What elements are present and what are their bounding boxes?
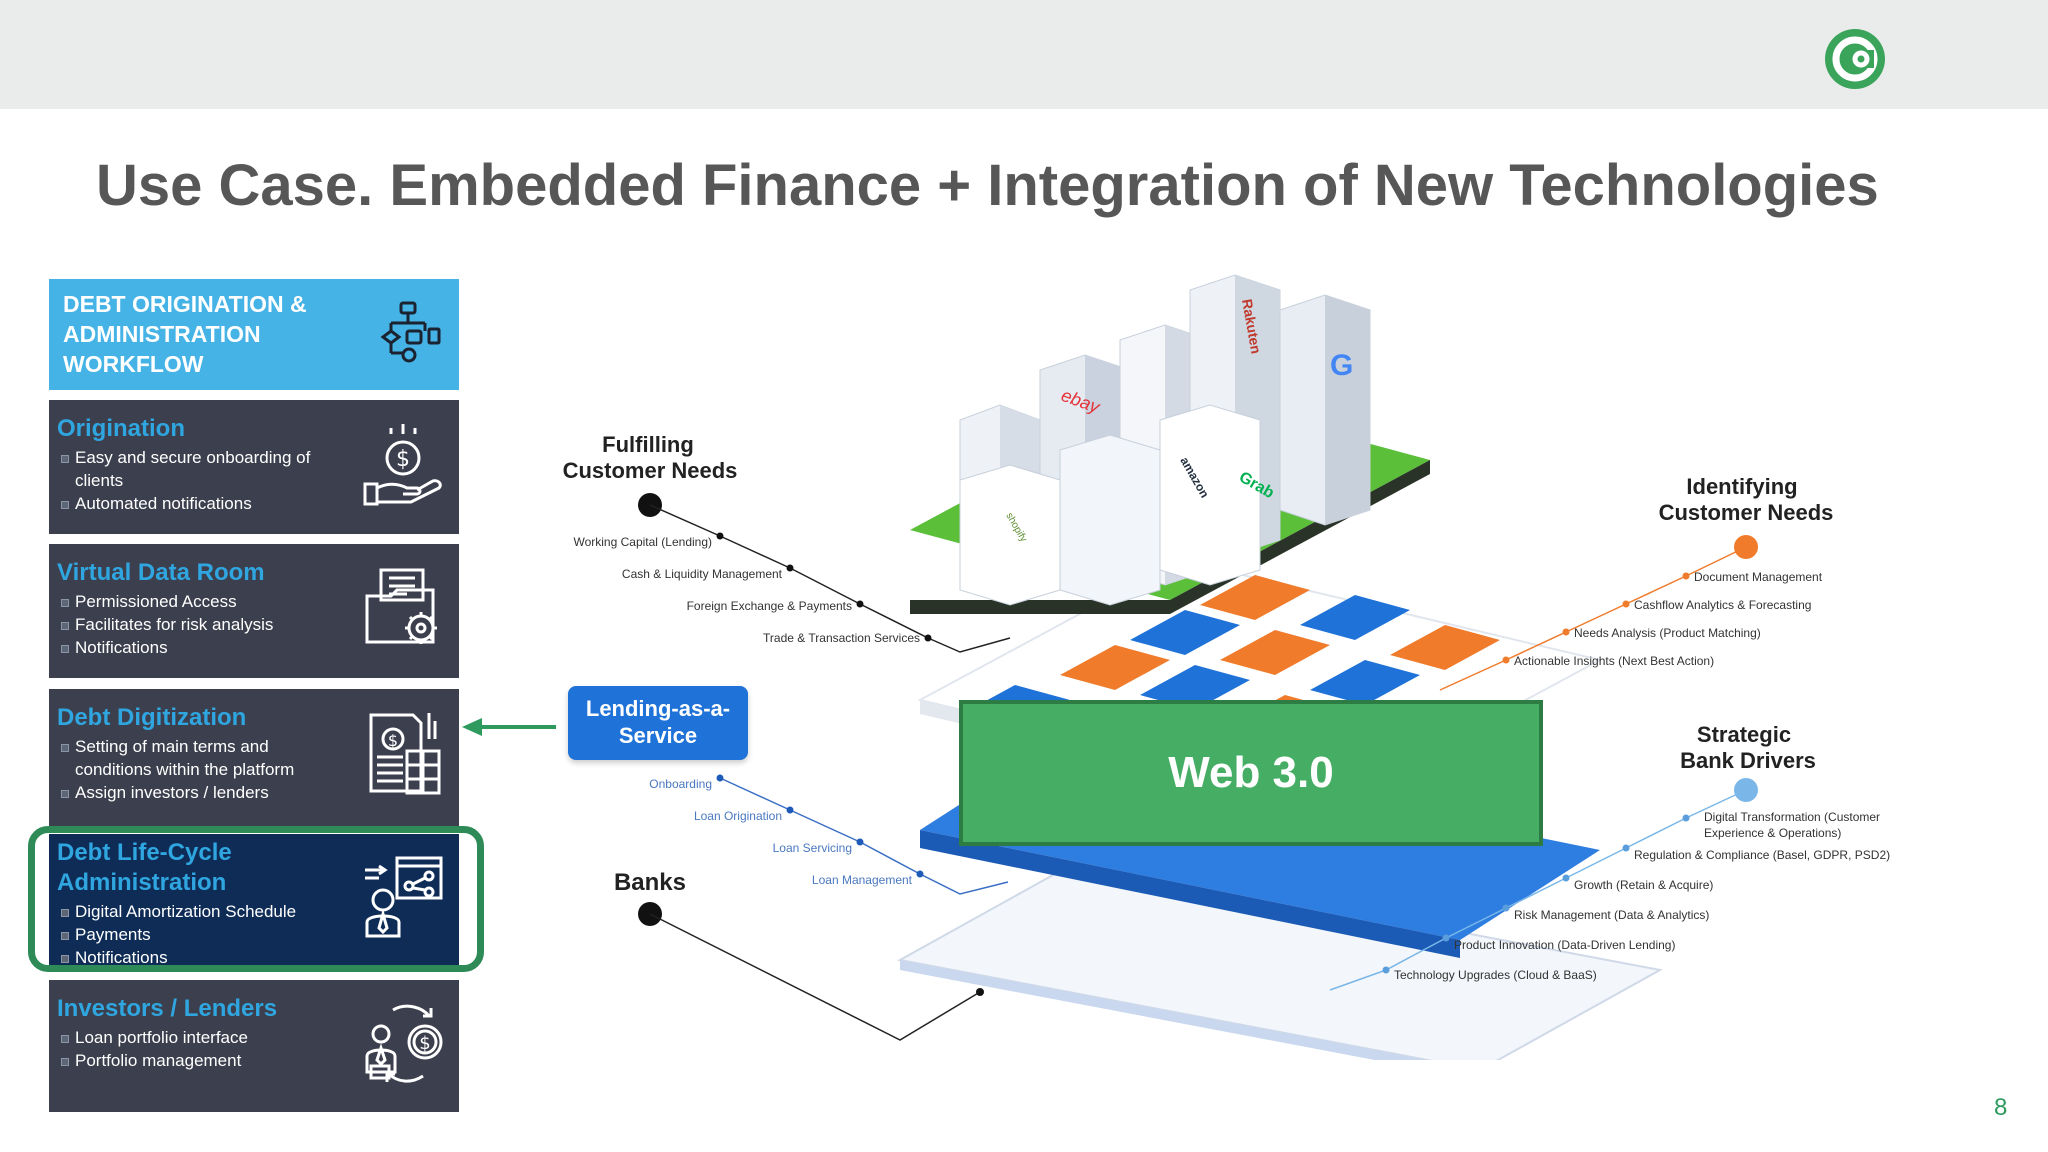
laas-item: Loan Servicing [773, 841, 852, 855]
web3-box: Web 3.0 [959, 700, 1543, 846]
card-title: Debt Life-Cycle Administration [57, 839, 232, 896]
fulfilling-item: Trade & Transaction Services [763, 631, 920, 645]
investor-dollar-icon: $ [365, 1004, 443, 1083]
hand-money-icon: $ [363, 424, 442, 506]
workflow-icon [380, 301, 441, 363]
strategic-item: Product Innovation (Data-Driven Lending) [1454, 938, 1675, 952]
fulfilling-title: Fulfilling [602, 432, 694, 457]
identifying-subtitle: Customer Needs [1659, 500, 1834, 525]
list-item: Notifications [57, 946, 322, 969]
identifying-item: Cashflow Analytics & Forecasting [1634, 598, 1811, 612]
strategic-item: Digital Transformation (Customer [1704, 810, 1880, 824]
list-item: Automated notifications [57, 492, 322, 515]
list-item: Assign investors / lenders [57, 781, 322, 804]
workflow-header-text: DEBT ORIGINATION & ADMINISTRATION WORKFL… [63, 291, 307, 377]
calculator-document-icon: $ [369, 713, 441, 795]
folder-gear-icon [365, 568, 437, 644]
list-item: Portfolio management [57, 1049, 322, 1072]
card-investors-lenders: Investors / Lenders Loan portfolio inter… [49, 980, 459, 1112]
strategic-subtitle: Bank Drivers [1680, 748, 1816, 773]
fulfilling-subtitle: Customer Needs [563, 458, 738, 483]
building-label-google: G [1330, 349, 1353, 382]
svg-text:$: $ [396, 447, 410, 472]
person-network-icon [365, 856, 443, 938]
card-list: Loan portfolio interface Portfolio manag… [57, 1026, 322, 1072]
list-item: Permissioned Access [57, 590, 322, 613]
card-list: Permissioned Access Facilitates for risk… [57, 590, 322, 659]
identifying-item: Actionable Insights (Next Best Action) [1514, 654, 1714, 668]
list-item: Digital Amortization Schedule [57, 900, 322, 923]
top-bar [0, 0, 2048, 109]
identifying-title: Identifying [1686, 474, 1797, 499]
highlight-frame [28, 826, 484, 972]
laas-item: Loan Origination [694, 809, 782, 823]
card-debt-life-cycle: Debt Life-Cycle Administration Digital A… [49, 834, 459, 969]
card-title: Investors / Lenders [57, 995, 278, 1022]
card-list: Setting of main terms and conditions wit… [57, 735, 322, 804]
card-list: Easy and secure onboarding of clients Au… [57, 446, 322, 515]
fulfilling-item: Cash & Liquidity Management [622, 567, 783, 581]
laas-line1: Lending-as-a- [585, 696, 731, 721]
workflow-header: DEBT ORIGINATION & ADMINISTRATION WORKFL… [49, 279, 459, 390]
card-title: Virtual Data Room [57, 559, 265, 586]
identifying-item: Needs Analysis (Product Matching) [1574, 626, 1761, 640]
strategic-title: Strategic [1697, 722, 1791, 747]
strategic-item: Regulation & Compliance (Basel, GDPR, PS… [1634, 848, 1890, 862]
list-item: Setting of main terms and conditions wit… [57, 735, 322, 781]
embedded-finance-diagram: Rakuten ebay amazon Grab shopify G Fulfi… [563, 274, 1890, 1060]
strategic-item: Experience & Operations) [1704, 826, 1841, 840]
strategic-item: Risk Management (Data & Analytics) [1514, 908, 1709, 922]
list-item: Facilitates for risk analysis [57, 613, 322, 636]
banks-label: Banks [614, 869, 686, 896]
brand-logo-icon [1825, 29, 1885, 89]
list-item: Notifications [57, 636, 322, 659]
strategic-item: Technology Upgrades (Cloud & BaaS) [1394, 968, 1597, 982]
fulfilling-item: Working Capital (Lending) [573, 535, 712, 549]
card-title: Debt Digitization [57, 704, 247, 731]
fulfilling-item: Foreign Exchange & Payments [687, 599, 852, 613]
card-virtual-data-room: Virtual Data Room Permissioned Access Fa… [49, 544, 459, 678]
slide-title: Use Case. Embedded Finance + Integration… [96, 153, 1879, 218]
list-item: Payments [57, 923, 322, 946]
arrow-left-icon [462, 718, 556, 736]
base-platform [897, 858, 1663, 1060]
page-number: 8 [1994, 1094, 2008, 1121]
laas-item: Onboarding [649, 777, 712, 791]
laas-line2: Service [618, 723, 698, 748]
svg-text:$: $ [388, 731, 398, 750]
card-list: Digital Amortization Schedule Payments N… [57, 900, 322, 969]
card-debt-digitization: Debt Digitization Setting of main terms … [49, 689, 459, 829]
strategic-item: Growth (Retain & Acquire) [1574, 878, 1713, 892]
svg-text:$: $ [419, 1033, 430, 1054]
identifying-item: Document Management [1694, 570, 1823, 584]
list-item: Easy and secure onboarding of clients [57, 446, 322, 492]
laas-item: Loan Management [812, 873, 913, 887]
card-title: Origination [57, 415, 185, 442]
building-cluster [959, 274, 1371, 606]
lending-as-a-service-box: Lending-as-a- Service [568, 686, 748, 760]
card-origination: Origination Easy and secure onboarding o… [49, 400, 459, 534]
list-item: Loan portfolio interface [57, 1026, 322, 1049]
